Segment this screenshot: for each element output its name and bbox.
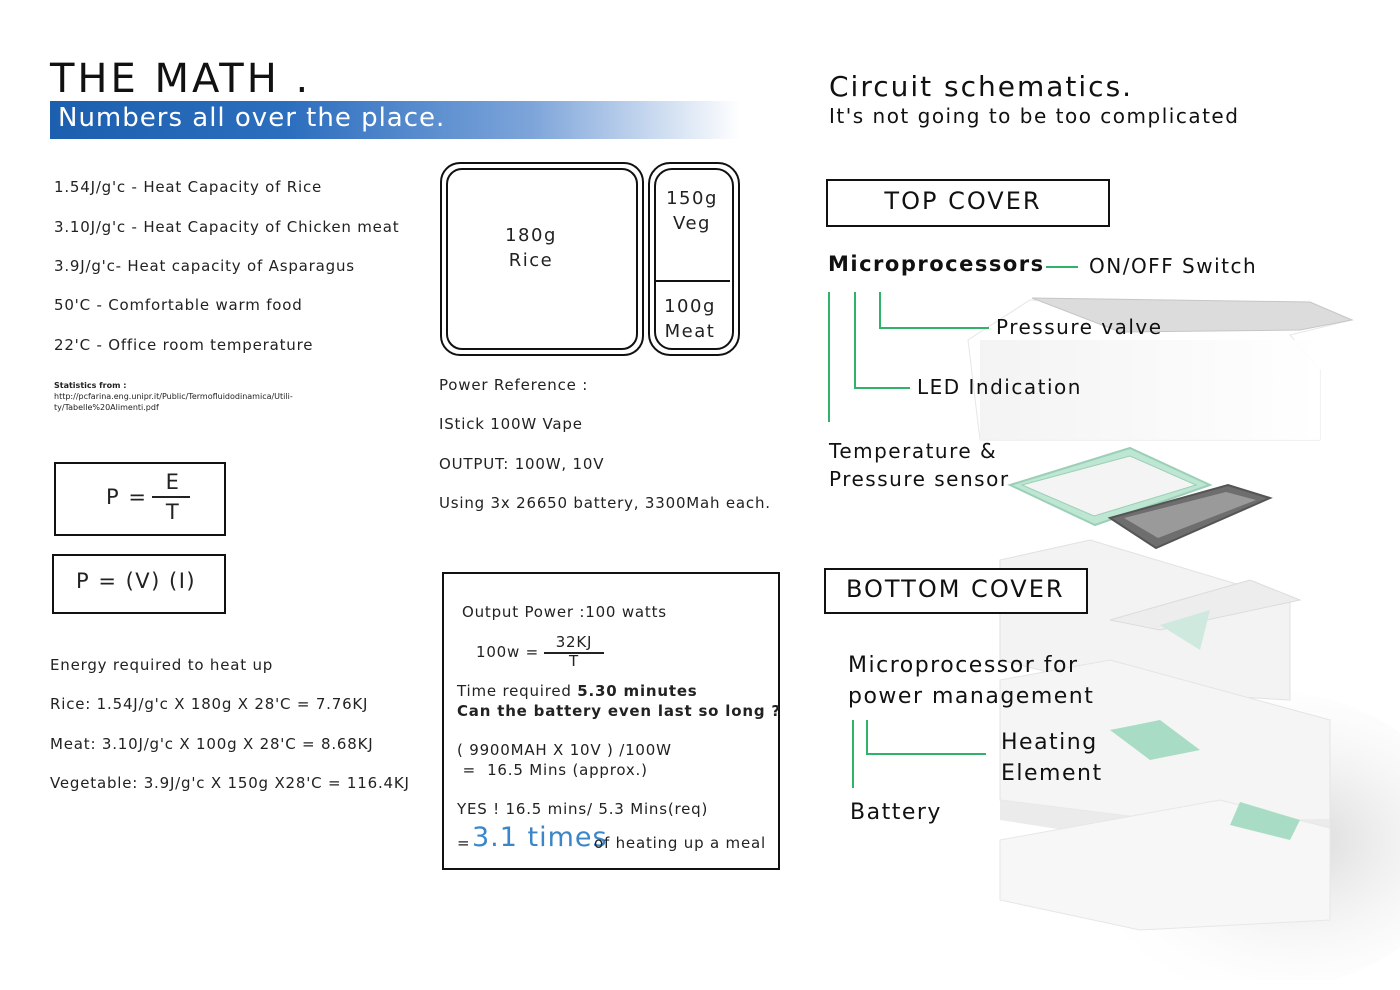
lid-top: [1031, 297, 1354, 333]
power-output: OUTPUT: 100W, 10V: [439, 455, 605, 473]
page-title: THE MATH .: [50, 56, 312, 102]
stats-url-line2: ty/Tabelle%20Alimenti.pdf: [54, 403, 159, 412]
lid-wall: [980, 340, 1320, 440]
bottom-cover-box: BOTTOM COVER: [824, 568, 1088, 614]
page-subtitle: Numbers all over the place.: [58, 103, 446, 133]
lunchbox-main-compartment-outer: [440, 162, 644, 356]
formula1-numerator: E: [165, 470, 181, 494]
valve-connector-vertical: [879, 292, 881, 328]
dark-frame-inner: [1124, 492, 1256, 538]
calc-output-power: Output Power :100 watts: [462, 603, 667, 621]
microprocessors-label: Microprocessors: [828, 252, 1045, 276]
energy-vegetable: Vegetable: 3.9J/g'c X 150g X28'C = 116.4…: [50, 774, 410, 792]
heating-connector-vertical: [866, 720, 868, 754]
formula-power-voltage: P = (V) (I): [52, 554, 226, 614]
formula1-denominator: T: [165, 500, 181, 524]
meat-weight: 100g: [664, 296, 716, 317]
battery-label: Battery: [850, 800, 942, 825]
power-battery: Using 3x 26650 battery, 3300Mah each.: [439, 494, 771, 512]
stats-url-line1: http://pcfarina.eng.unipr.it/Public/Term…: [54, 392, 293, 401]
stats-source: Statistics from : http://pcfarina.eng.un…: [54, 380, 314, 413]
calc-equals: =: [457, 834, 471, 852]
valve-connector-horizontal: [879, 327, 989, 329]
veg-name: Veg: [673, 213, 711, 234]
formula1-fraction-bar: [152, 496, 190, 498]
power-management-label: Microprocessor for power management: [848, 650, 1094, 712]
formula-power-energy: P = E T: [54, 462, 226, 536]
lunchbox-exploded-illustration: [967, 297, 1400, 980]
calc-equation-denominator: T: [569, 652, 579, 670]
power-management-line1: Microprocessor for: [848, 653, 1079, 678]
heating-connector-horizontal: [866, 753, 986, 755]
lunchbox-side-compartment-outer: [648, 162, 740, 356]
fact-rice: 1.54J/g'c - Heat Capacity of Rice: [54, 178, 323, 196]
calc-fraction-bar: [544, 652, 604, 654]
led-connector-horizontal: [854, 387, 910, 389]
top-cover-box: TOP COVER: [826, 179, 1110, 227]
calc-time-required: Time required 5.30 minutes: [457, 682, 698, 700]
sensor-label-line1: Temperature &: [829, 439, 998, 463]
formula1-lhs: P =: [106, 485, 148, 509]
upper-tray-accent: [1160, 610, 1210, 650]
time-label: Time required: [457, 682, 578, 700]
power-reference-heading: Power Reference :: [439, 376, 589, 394]
lunchbox-side-compartment-inner: [654, 168, 734, 350]
upper-tray-rim: [1109, 579, 1302, 631]
fact-chicken: 3.10J/g'c - Heat Capacity of Chicken mea…: [54, 218, 400, 236]
mint-tray-inner: [1020, 455, 1198, 517]
battery-accent: [1230, 802, 1300, 840]
sensor-label-line2: Pressure sensor: [829, 467, 1010, 491]
rice-weight: 180g: [505, 225, 557, 246]
base: [999, 799, 1331, 931]
veg-label: 150g Veg: [654, 186, 730, 236]
fact-warm-food: 50'C - Comfortable warm food: [54, 296, 303, 314]
battery-connector-vertical: [852, 720, 854, 788]
onoff-connector: [1046, 266, 1078, 268]
calculation-box: [442, 572, 780, 870]
heating-element-label: Heating Element: [1001, 727, 1103, 789]
calc-battery-formula: ( 9900MAH X 10V ) /100W: [457, 741, 672, 759]
side-compartment-divider: [656, 280, 730, 282]
fact-room-temp: 22'C - Office room temperature: [54, 336, 314, 354]
calc-times-suffix: of heating up a meal: [594, 834, 766, 852]
onoff-label: ON/OFF Switch: [1089, 254, 1258, 278]
pressure-valve-label: Pressure valve: [996, 315, 1163, 339]
calc-equation-lhs: 100w =: [476, 643, 540, 661]
calc-equation-numerator: 32KJ: [555, 633, 593, 651]
subtitle-banner: [50, 101, 740, 139]
sensor-connector-vertical: [828, 292, 830, 422]
heating-line1: Heating: [1001, 730, 1098, 755]
veg-weight: 150g: [666, 188, 718, 209]
calc-times-highlight: 3.1 times: [472, 822, 608, 853]
circuit-subtitle: It's not going to be too complicated: [829, 104, 1240, 128]
power-device: IStick 100W Vape: [439, 415, 583, 433]
fact-asparagus: 3.9J/g'c- Heat capacity of Asparagus: [54, 257, 355, 275]
meat-label: 100g Meat: [654, 294, 726, 344]
calc-yes: YES ! 16.5 mins/ 5.3 Mins(req): [457, 800, 709, 818]
meat-name: Meat: [664, 321, 716, 342]
energy-meat: Meat: 3.10J/g'c X 100g X 28'C = 8.68KJ: [50, 735, 374, 753]
led-indication-label: LED Indication: [917, 375, 1082, 399]
energy-heading: Energy required to heat up: [50, 656, 274, 674]
heating-line2: Element: [1001, 761, 1103, 786]
calc-battery-result: = 16.5 Mins (approx.): [457, 761, 648, 779]
calc-question: Can the battery even last so long ?: [457, 702, 781, 720]
rice-label: 180g Rice: [446, 223, 616, 273]
formula2-text: P = (V) (I): [76, 569, 197, 593]
rice-name: Rice: [508, 250, 554, 271]
top-cover-label: TOP COVER: [884, 187, 1042, 215]
time-value: 5.30 minutes: [577, 682, 698, 700]
led-connector-vertical: [854, 292, 856, 388]
lunchbox-main-compartment-inner: [446, 168, 638, 350]
heating-element: [1110, 720, 1200, 760]
energy-rice: Rice: 1.54J/g'c X 180g X 28'C = 7.76KJ: [50, 695, 369, 713]
circuit-title: Circuit schematics.: [829, 70, 1134, 103]
stats-heading: Statistics from :: [54, 381, 127, 390]
bottom-cover-label: BOTTOM COVER: [846, 575, 1065, 603]
sensor-label: Temperature & Pressure sensor: [829, 437, 1010, 493]
power-management-line2: power management: [848, 684, 1095, 709]
